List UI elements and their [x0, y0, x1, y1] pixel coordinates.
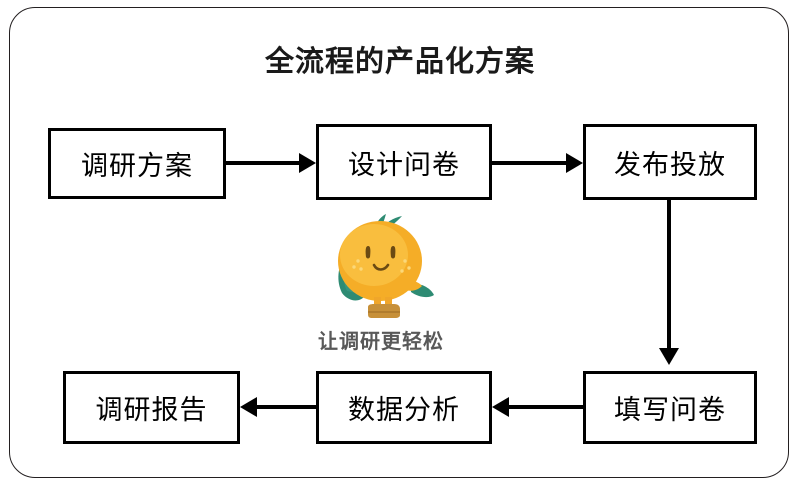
orange-mascot-icon: [338, 214, 434, 318]
connector-design-to-publish: [492, 161, 572, 165]
arrowhead-down-icon: [659, 348, 679, 365]
arrowhead-right-icon: [299, 153, 316, 173]
node-data-analysis[interactable]: 数据分析: [316, 371, 492, 444]
diagram-title: 全流程的产品化方案: [264, 46, 535, 78]
arrowhead-left-icon: [492, 397, 509, 417]
node-publish-distribute[interactable]: 发布投放: [583, 124, 757, 200]
connector-plan-to-design: [226, 161, 306, 165]
node-research-report[interactable]: 调研报告: [63, 371, 240, 444]
connector-publish-to-fill: [667, 200, 671, 356]
connector-analysis-to-report: [256, 405, 318, 409]
arrowhead-right-icon: [566, 153, 583, 173]
brand-tagline: 让调研更轻松: [318, 331, 444, 353]
arrowhead-left-icon: [240, 397, 257, 417]
brand-logo: 让调研更轻松: [296, 213, 466, 358]
node-fill-survey[interactable]: 填写问卷: [583, 371, 757, 444]
connector-fill-to-analysis: [508, 405, 584, 409]
node-design-survey[interactable]: 设计问卷: [316, 124, 492, 200]
node-research-plan[interactable]: 调研方案: [48, 128, 226, 199]
